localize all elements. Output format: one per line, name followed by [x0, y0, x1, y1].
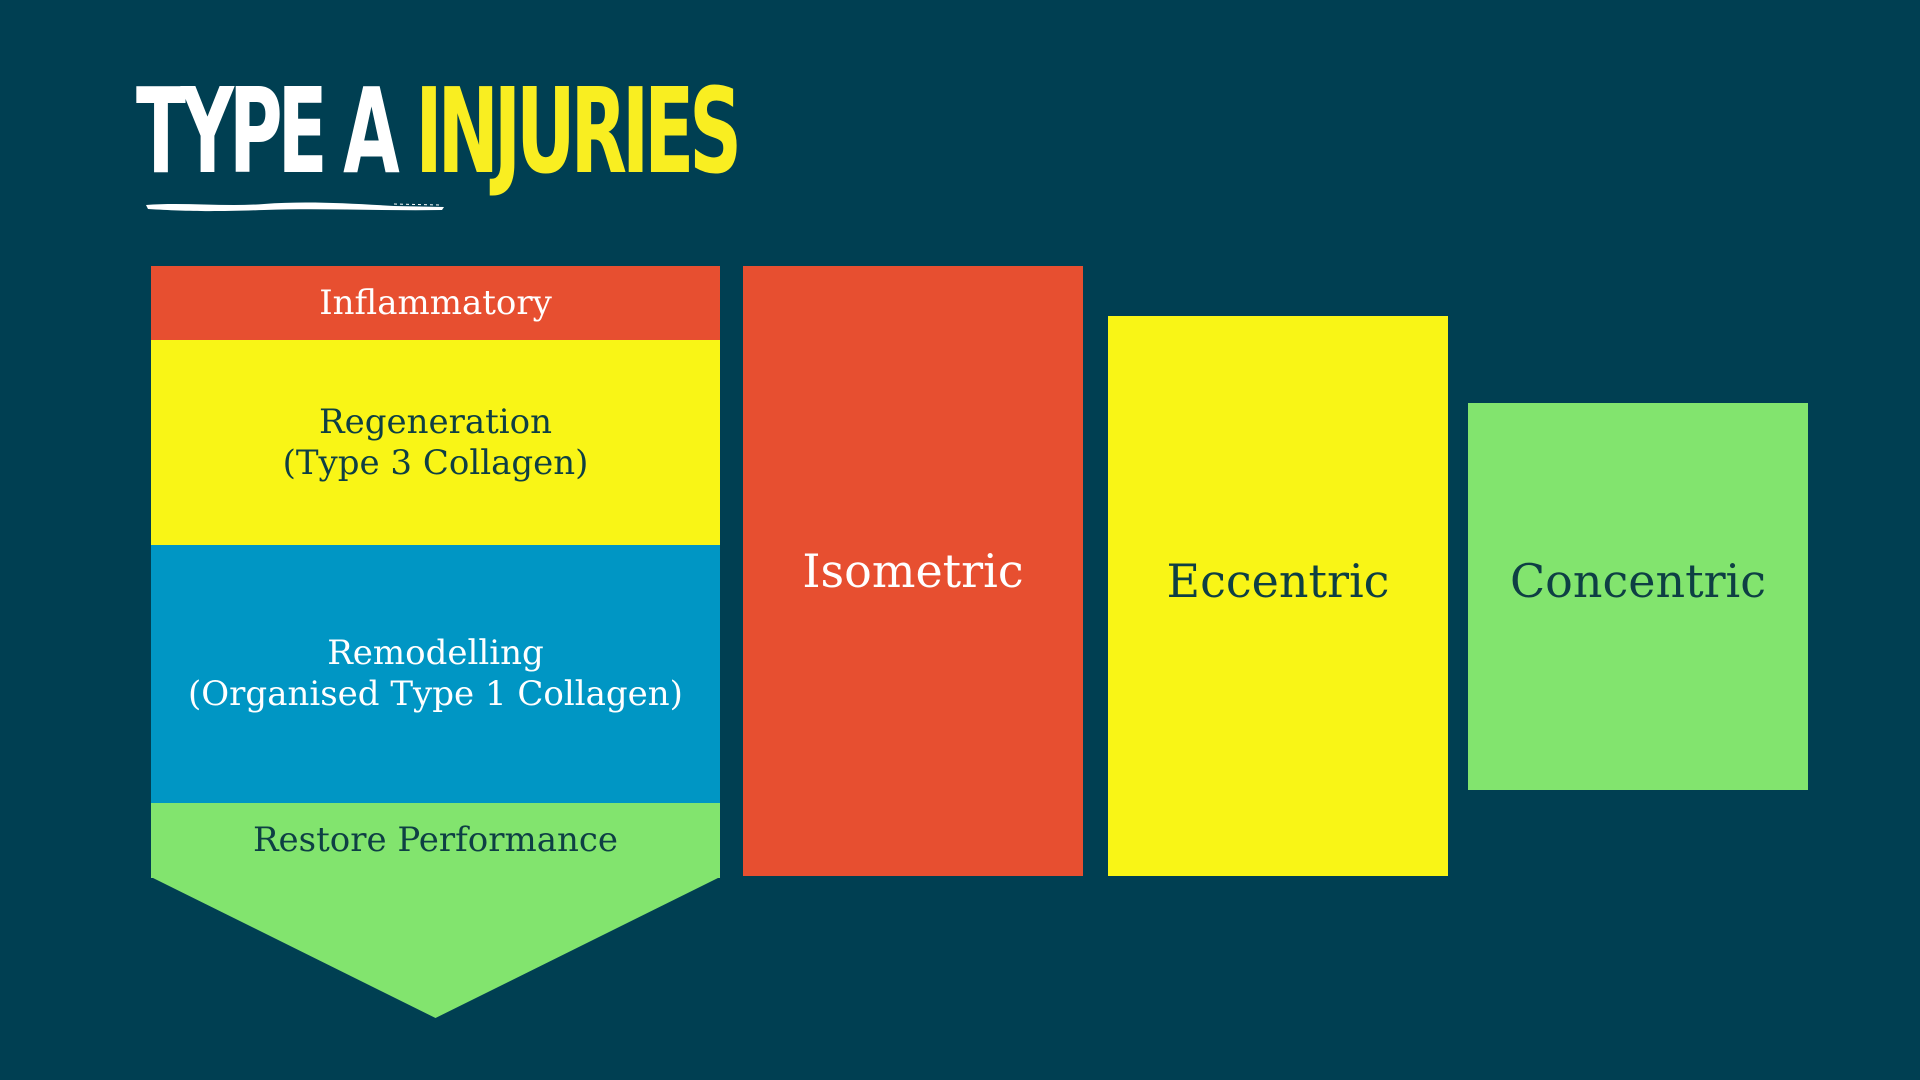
- stage-remodelling: Remodelling (Organised Type 1 Collagen): [151, 545, 720, 803]
- column-eccentric-label: Eccentric: [1166, 554, 1390, 608]
- column-concentric: Concentric: [1468, 403, 1808, 790]
- title-part-type-a: TYPE A: [136, 62, 400, 200]
- title-underline-brushstroke: [146, 202, 444, 212]
- stage-regeneration: Regeneration (Type 3 Collagen): [151, 340, 720, 545]
- title-part-injuries: INJURIES: [415, 62, 742, 200]
- column-isometric-label: Isometric: [802, 544, 1024, 598]
- column-concentric-label: Concentric: [1509, 554, 1767, 608]
- stage-inflammatory: Inflammatory: [151, 266, 720, 340]
- stage-regeneration-sublabel: (Type 3 Collagen): [282, 442, 589, 483]
- column-isometric: Isometric: [743, 266, 1083, 876]
- stage-remodelling-sublabel: (Organised Type 1 Collagen): [188, 674, 683, 714]
- column-eccentric: Eccentric: [1108, 316, 1448, 876]
- stage-restore-performance-label: Restore Performance: [252, 820, 619, 861]
- stage-remodelling-label: Remodelling: [327, 633, 544, 674]
- stage-restore-performance: Restore Performance: [151, 803, 720, 878]
- arrow-point-shape: [151, 877, 720, 1018]
- stage-regeneration-label: Regeneration: [318, 401, 553, 442]
- slide-title: TYPE A INJURIES: [136, 72, 742, 190]
- stage-inflammatory-label: Inflammatory: [319, 282, 552, 323]
